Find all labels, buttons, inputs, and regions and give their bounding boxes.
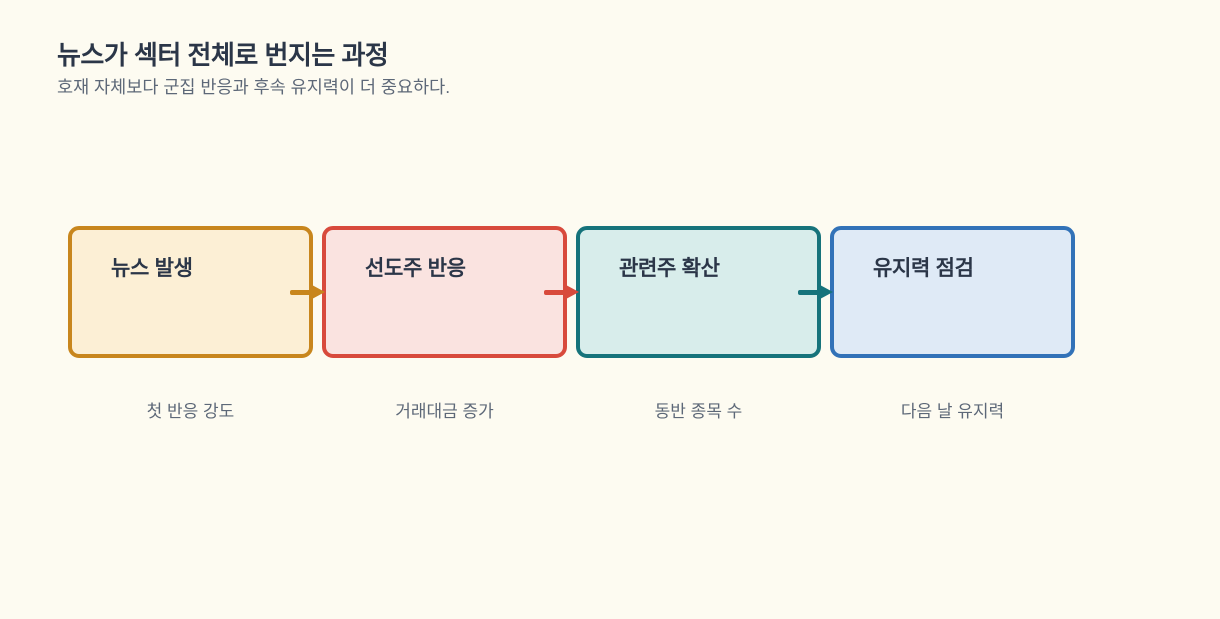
arrow-right-icon bbox=[544, 285, 579, 300]
arrow-right-icon bbox=[290, 285, 325, 300]
step-box: 선도주 반응 bbox=[322, 226, 567, 358]
flow-step-related-spread: 관련주 확산 동반 종목 수 bbox=[576, 226, 833, 422]
step-caption: 첫 반응 강도 bbox=[146, 402, 235, 421]
flow-step-durability-check: 유지력 점검 다음 날 유지력 bbox=[830, 226, 1075, 422]
arrow-shaft bbox=[798, 290, 822, 295]
step-box-label: 선도주 반응 bbox=[365, 257, 466, 280]
step-box: 관련주 확산 bbox=[576, 226, 821, 358]
arrow-shaft bbox=[544, 290, 568, 295]
arrow-shaft bbox=[290, 290, 314, 295]
flow-step-news: 뉴스 발생 첫 반응 강도 bbox=[68, 226, 325, 422]
page-subtitle: 호재 자체보다 군집 반응과 후속 유지력이 더 중요하다. bbox=[57, 77, 451, 98]
step-box-label: 뉴스 발생 bbox=[111, 257, 193, 280]
flow-diagram: 뉴스 발생 첫 반응 강도 선도주 반응 거래대금 증가 관련주 확산 bbox=[68, 226, 1075, 422]
arrow-right-icon bbox=[798, 285, 833, 300]
page-title: 뉴스가 섹터 전체로 번지는 과정 bbox=[57, 40, 389, 70]
step-caption: 다음 날 유지력 bbox=[900, 402, 1005, 421]
step-box-label: 유지력 점검 bbox=[873, 257, 974, 280]
arrow-head bbox=[820, 285, 833, 299]
step-box-label: 관련주 확산 bbox=[619, 257, 720, 280]
step-box: 유지력 점검 bbox=[830, 226, 1075, 358]
arrow-head bbox=[566, 285, 579, 299]
flow-step-leader-reaction: 선도주 반응 거래대금 증가 bbox=[322, 226, 579, 422]
step-caption: 거래대금 증가 bbox=[395, 402, 494, 421]
step-caption: 동반 종목 수 bbox=[654, 402, 743, 421]
header: 뉴스가 섹터 전체로 번지는 과정 호재 자체보다 군집 반응과 후속 유지력이… bbox=[57, 40, 450, 98]
arrow-head bbox=[312, 285, 325, 299]
step-box: 뉴스 발생 bbox=[68, 226, 313, 358]
